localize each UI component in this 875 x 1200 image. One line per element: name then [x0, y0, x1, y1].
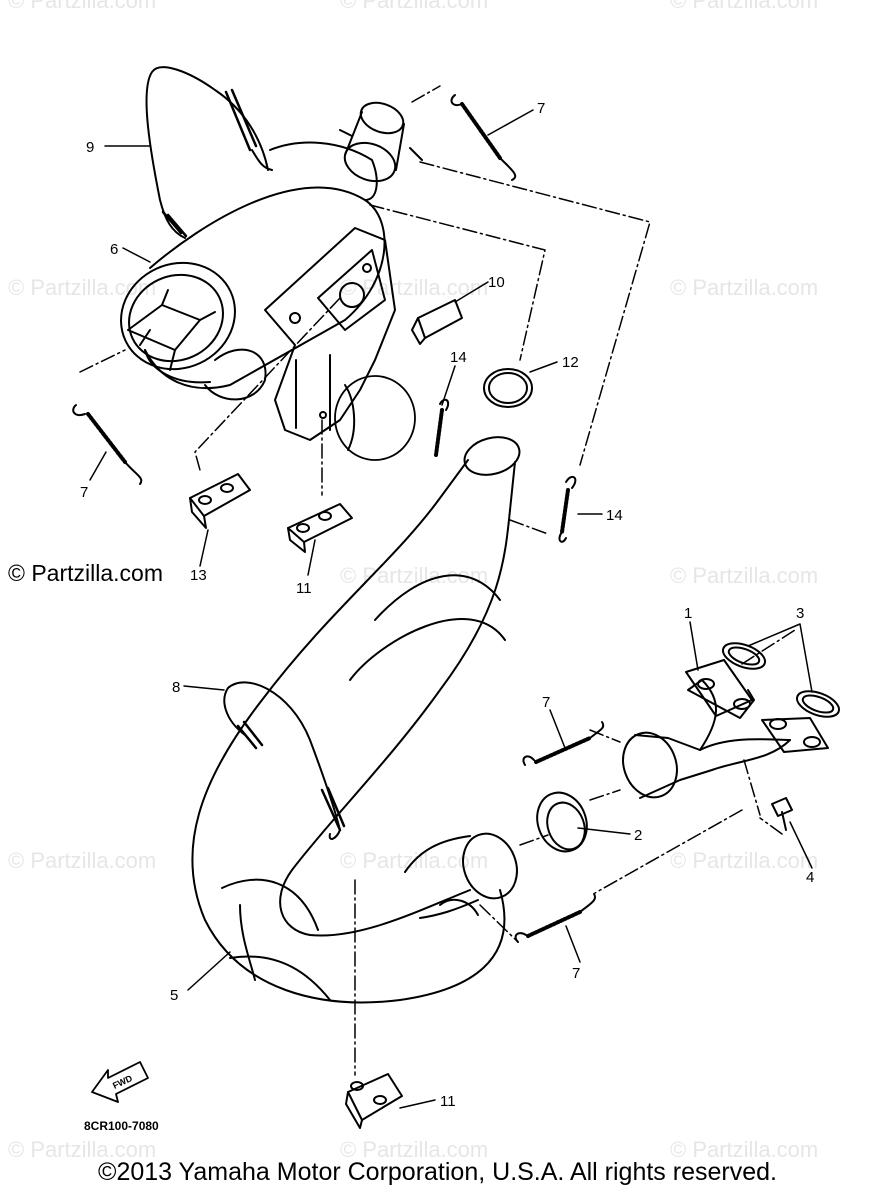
- gasket-12: [483, 368, 533, 408]
- joint-2: [536, 791, 588, 853]
- callout-8: 8: [172, 679, 180, 696]
- callout-2: 2: [634, 827, 642, 844]
- callout-7: 7: [542, 694, 550, 711]
- watermark: © Partzilla.com: [8, 1137, 157, 1162]
- callout-10: 10: [488, 274, 505, 291]
- bolt-4: [771, 797, 793, 831]
- watermark: © Partzilla.com: [670, 275, 819, 300]
- watermark: © Partzilla.com: [8, 0, 157, 13]
- callout-1: 1: [684, 605, 692, 622]
- spring-7-left: [72, 404, 143, 485]
- watermark: © Partzilla.com: [670, 848, 819, 873]
- callout-12: 12: [562, 354, 579, 371]
- wire-stay-8: [223, 681, 346, 840]
- reference-code: 8CR100-7080: [84, 1119, 159, 1133]
- callout-11: 11: [296, 580, 312, 597]
- watermark-dark: © Partzilla.com: [8, 560, 163, 586]
- callout-6: 6: [110, 241, 118, 258]
- watermark: © Partzilla.com: [340, 0, 489, 13]
- damper-10: [411, 299, 463, 345]
- callout-14: 14: [606, 507, 623, 524]
- connector-pipe: [339, 101, 423, 183]
- callout-9: 9: [86, 139, 94, 156]
- watermark: © Partzilla.com: [670, 0, 819, 13]
- spring-7-middle: [522, 721, 605, 766]
- callout-7: 7: [537, 100, 545, 117]
- muffler-wire-9: [145, 66, 273, 239]
- bracket-13: [189, 473, 251, 529]
- copyright-notice: ©2013 Yamaha Motor Corporation, U.S.A. A…: [98, 1158, 777, 1186]
- watermark: © Partzilla.com: [670, 1137, 819, 1162]
- callout-13: 13: [190, 567, 207, 584]
- manifold-1: [622, 659, 829, 799]
- gasket-3: [721, 642, 841, 718]
- callout-14: 14: [450, 349, 467, 366]
- leader-lines: [89, 109, 813, 1109]
- spring-14-right: [558, 475, 577, 543]
- bracket-11-lower: [345, 1073, 403, 1129]
- callout-4: 4: [806, 869, 814, 886]
- silencer-6: [120, 141, 416, 461]
- expansion-chamber-5: [191, 436, 521, 1004]
- spring-14-upper: [434, 398, 450, 457]
- callout-11: 11: [440, 1093, 456, 1110]
- callout-5: 5: [170, 987, 178, 1004]
- callout-3: 3: [796, 605, 804, 622]
- watermark: © Partzilla.com: [8, 848, 157, 873]
- bracket-11-upper: [287, 503, 353, 553]
- callout-7: 7: [80, 484, 88, 501]
- assembly-lines: [79, 85, 796, 1076]
- fwd-arrow-icon: FWD: [91, 1061, 149, 1103]
- watermark: © Partzilla.com: [340, 1137, 489, 1162]
- spring-7-top: [450, 94, 517, 181]
- spring-7-bottom: [514, 893, 596, 943]
- callout-labels: 9 6 7 10 12 14 7 14 11 8 7 1 3 2 4 7 5 1…: [80, 100, 814, 1110]
- watermark: © Partzilla.com: [670, 563, 819, 588]
- callout-7: 7: [572, 965, 580, 982]
